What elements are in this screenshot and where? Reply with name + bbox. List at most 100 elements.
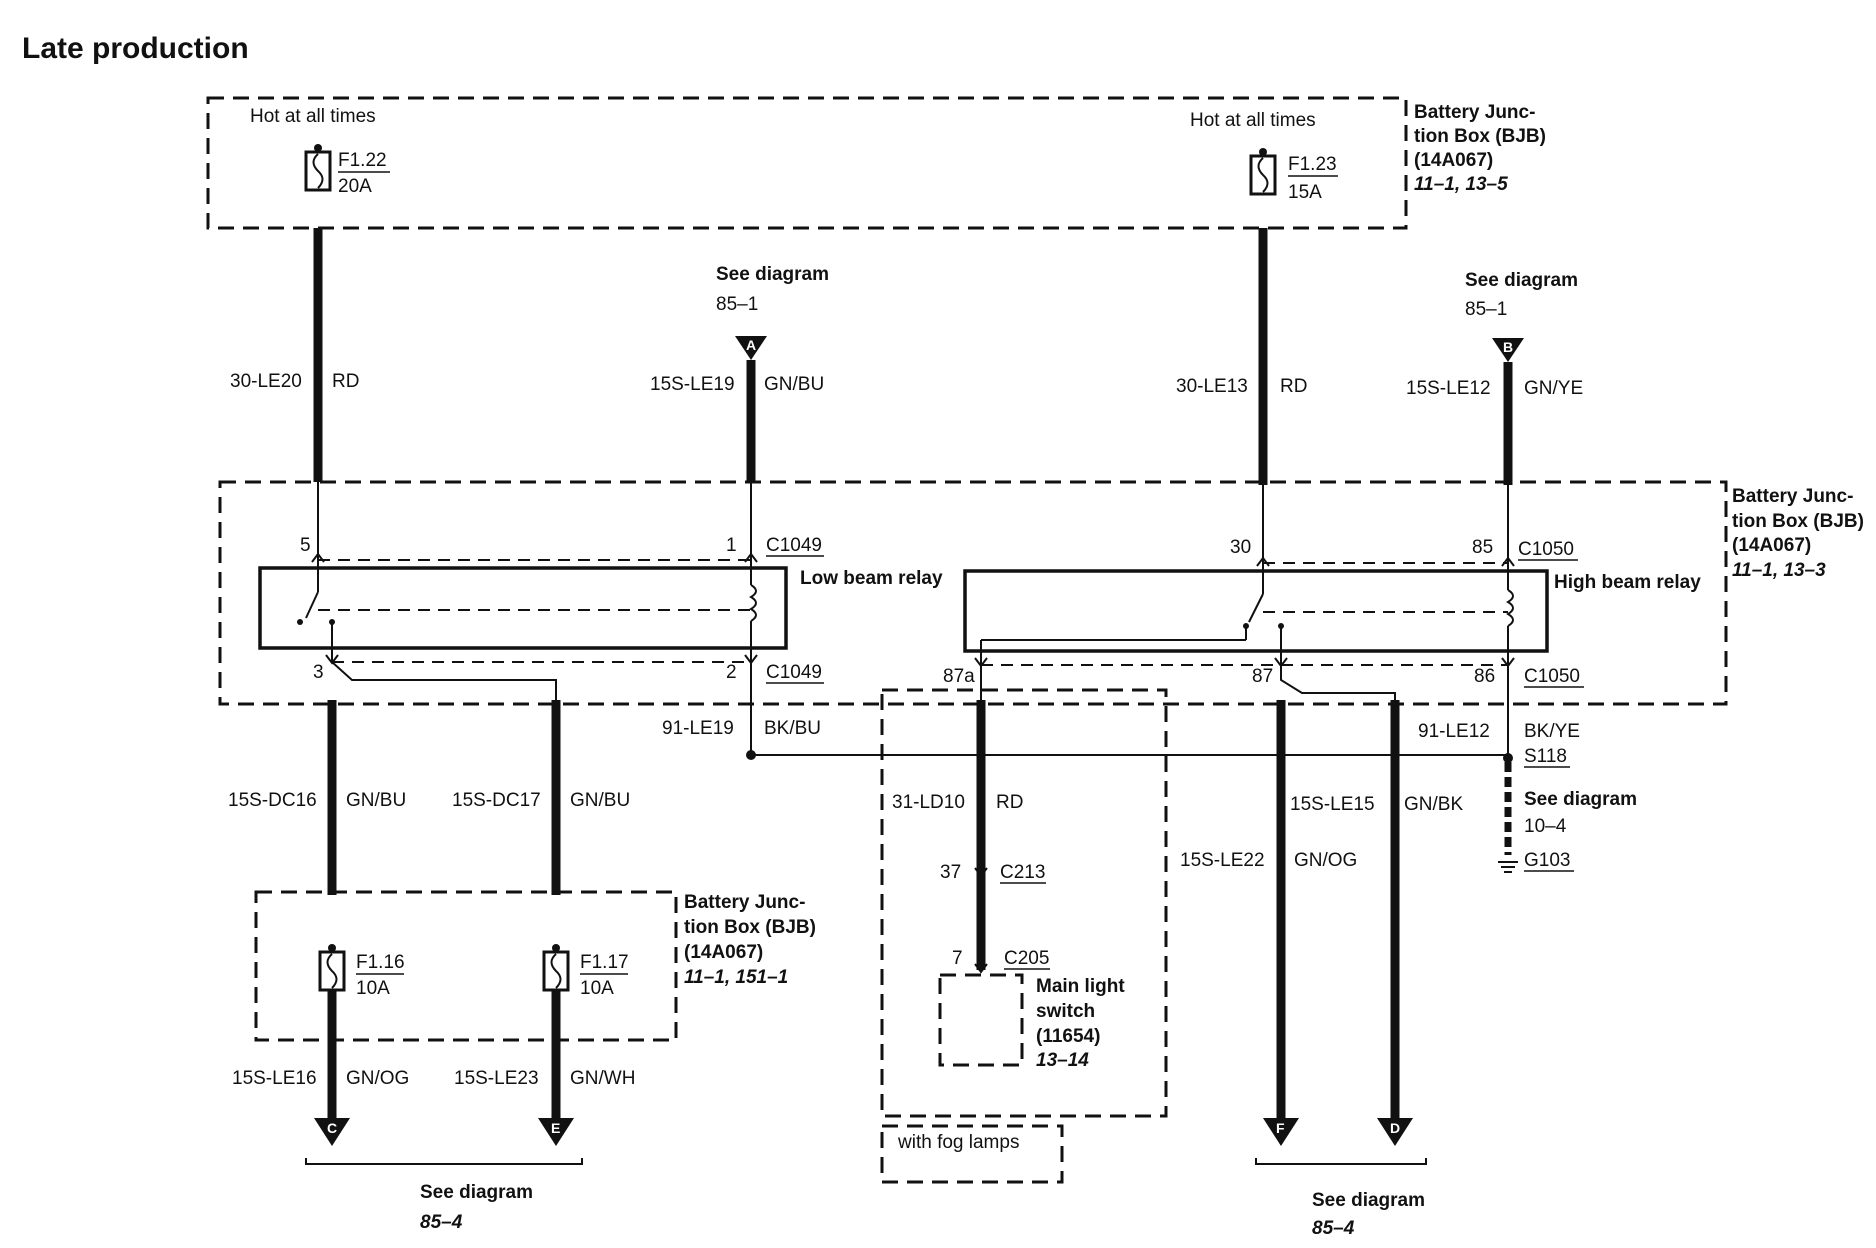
fuse-element-icon [326, 953, 338, 989]
low-beam-cross-wire [331, 661, 557, 704]
connector-d-arrow-icon [1377, 1118, 1413, 1146]
relay-switch-contact-icon [305, 591, 319, 619]
bjb-top-label: Battery Junc- tion Box (BJB) (14A067) 11… [1414, 102, 1546, 195]
ground-see: See diagram [1524, 789, 1637, 810]
w8-color: GN/BU [570, 790, 630, 811]
fog-lamps-label-box [880, 1124, 1064, 1184]
switch-line3: (11654) [1036, 1026, 1100, 1047]
w3-color: RD [1280, 376, 1307, 397]
main-light-switch-label: Main light switch (11654) 13–14 [1036, 976, 1125, 1071]
ref-ce-num: 85–4 [420, 1212, 463, 1233]
connector-b-letter: B [1503, 339, 1513, 355]
low-beam-relay: 5 1 C1049 Low beam relay 3 2 C1049 [258, 482, 943, 684]
w13-id: 15S-LE23 [454, 1068, 539, 1089]
splice-s118: S118 [1524, 746, 1567, 767]
relay-pin-2: 2 [726, 662, 737, 683]
relay-name: High beam relay [1554, 572, 1701, 593]
fuse-name: F1.17 [580, 952, 629, 973]
w3-id: 30-LE13 [1176, 376, 1248, 397]
fuse-f1-23: Hot at all times F1.23 15A [1190, 110, 1338, 203]
hot-label-left: Hot at all times [250, 106, 376, 127]
relay-name: Low beam relay [800, 568, 943, 589]
bjb-bot-box [254, 890, 678, 1042]
ref-b: See diagram 85–1 B [1465, 270, 1578, 362]
connector-b-arrow-icon [1492, 338, 1524, 362]
fuse-name: F1.23 [1288, 154, 1337, 175]
bjb-bot-label: Battery Junc- tion Box (BJB) (14A067) 11… [684, 892, 816, 988]
ref-bracket [1255, 1158, 1427, 1165]
ref-bracket [305, 1158, 583, 1165]
bjb-top-line4: 11–1, 13–5 [1414, 174, 1508, 195]
contact-dot [297, 619, 303, 625]
fuse-f1-17: F1.17 10A [542, 944, 629, 999]
w4-color: GN/YE [1524, 378, 1583, 399]
connector-a-letter: A [746, 337, 756, 353]
coil-icon [749, 584, 757, 622]
w9-color: RD [996, 792, 1023, 813]
fuse-rating: 15A [1288, 182, 1322, 203]
fuse-element-icon [312, 153, 324, 189]
pin-arrow-icon [974, 963, 988, 974]
w4-id: 15S-LE12 [1406, 378, 1491, 399]
connector-e-letter: E [551, 1120, 560, 1136]
w13-color: GN/WH [570, 1068, 635, 1089]
coil-icon [1506, 589, 1514, 627]
relay-conn-bot: C1049 [766, 662, 822, 683]
ref-a-num: 85–1 [716, 294, 758, 315]
fog-lamps-label: with fog lamps [897, 1132, 1019, 1153]
fuse-f1-22: Hot at all times F1.22 20A [250, 106, 390, 197]
w2-color: GN/BU [764, 374, 824, 395]
ground-g103: 91-LE12 BK/YE S118 See diagram 10–4 G103 [1418, 665, 1637, 873]
bjb-mid-line1: Battery Junc- [1732, 486, 1853, 507]
ref-a-see: See diagram [716, 264, 829, 285]
bjb-bot-line4: 11–1, 151–1 [684, 967, 788, 988]
bjb-top-line3: (14A067) [1414, 150, 1493, 171]
w1-color: RD [332, 371, 359, 392]
ref-b-num: 85–1 [1465, 299, 1507, 320]
fuse-rating: 10A [356, 978, 390, 999]
w11-color: GN/OG [1294, 850, 1357, 871]
bjb-bot-line3: (14A067) [684, 942, 763, 963]
connector-c-letter: C [327, 1120, 337, 1136]
relay-body [963, 569, 1549, 653]
pin-arrow-icon [974, 867, 988, 878]
fog-lamps-box [880, 688, 1168, 1118]
ref-fd-see: See diagram [1312, 1190, 1425, 1211]
ref-a: See diagram 85–1 A [716, 264, 829, 360]
ref-b-see: See diagram [1465, 270, 1578, 291]
w12-color: GN/OG [346, 1068, 409, 1089]
fuse-element-icon [1257, 157, 1269, 193]
fuse-f1-16: F1.16 10A [318, 944, 405, 999]
fuse-element-icon [550, 953, 562, 989]
relay-conn-top: C1049 [766, 535, 822, 556]
relay-pin-87: 87 [1252, 666, 1273, 687]
ref-ce-see: See diagram [420, 1182, 533, 1203]
bjb-bot-line2: tion Box (BJB) [684, 917, 816, 938]
connector-e-arrow-icon [538, 1118, 574, 1146]
w10-id: 15S-LE15 [1290, 794, 1375, 815]
w7-id: 15S-DC16 [228, 790, 317, 811]
fuse-top-dot [552, 944, 560, 952]
connector-a-arrow-icon [735, 336, 767, 360]
relay-body [258, 566, 788, 650]
w5-color: BK/BU [764, 718, 821, 739]
fuse-name: F1.16 [356, 952, 405, 973]
w7-color: GN/BU [346, 790, 406, 811]
w8-id: 15S-DC17 [452, 790, 541, 811]
bjb-mid-box [218, 480, 1728, 706]
relay-switch-contact-icon [1248, 593, 1264, 623]
w10-color: GN/BK [1404, 794, 1463, 815]
bjb-mid-line3: (14A067) [1732, 535, 1811, 556]
high-beam-relay: 30 85 C1050 High beam relay 87a 87 86 C1… [943, 485, 1701, 688]
w5-id: 91-LE19 [662, 718, 734, 739]
relay-pin-87a: 87a [943, 666, 975, 687]
switch-conn2: C205 [1004, 948, 1049, 969]
relay-pin-86: 86 [1474, 666, 1495, 687]
bjb-top-line1: Battery Junc- [1414, 102, 1535, 123]
w11-id: 15S-LE22 [1180, 850, 1265, 871]
relay-pin-5: 5 [300, 535, 311, 556]
switch-pin2: 7 [952, 948, 963, 969]
relay-pin-30: 30 [1230, 537, 1251, 558]
